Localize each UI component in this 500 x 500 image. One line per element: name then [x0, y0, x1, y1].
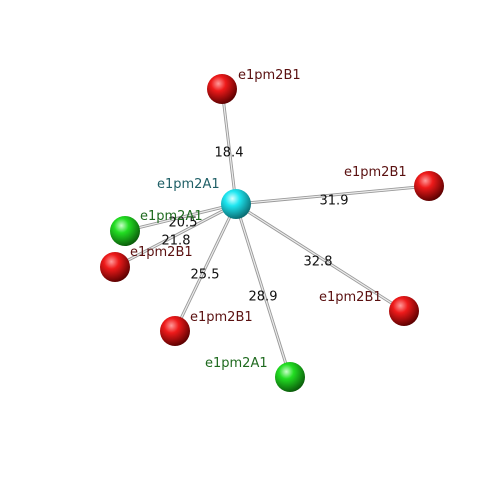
distance-label: 18.4: [215, 146, 244, 161]
bond-line-highlight: [174, 203, 237, 332]
bond-line-highlight: [235, 185, 430, 205]
atom-sphere-red: [100, 252, 130, 282]
atom-sphere-red: [414, 171, 444, 201]
atom-sphere-red: [160, 316, 190, 346]
distance-label: 28.9: [249, 290, 278, 305]
bond-line-highlight: [235, 203, 405, 312]
atom-label: e1pm2B1: [319, 290, 382, 305]
bond-line-highlight: [114, 203, 237, 268]
distance-label: 21.8: [162, 234, 191, 249]
distance-label: 32.8: [304, 255, 333, 270]
atom-label: e1pm2A1: [140, 209, 203, 224]
center-atom-label: e1pm2A1: [157, 177, 220, 192]
center-atom-sphere: [221, 189, 251, 219]
bond-line-highlight: [124, 203, 237, 232]
atom-labels: e1pm2B1 e1pm2B1 e1pm2B1 e1pm2A1 e1pm2B1 e1pm2…: [130, 68, 407, 371]
atom-label: e1pm2B1: [344, 165, 407, 180]
bond-line-highlight: [235, 203, 291, 378]
atom-label: e1pm2A1: [205, 356, 268, 371]
atom-sphere-green: [110, 216, 140, 246]
atom-sphere-red: [389, 296, 419, 326]
atoms: [100, 74, 444, 392]
distance-label: 20.5: [169, 216, 198, 231]
atom-sphere-green: [275, 362, 305, 392]
distance-label: 25.5: [191, 268, 220, 283]
bond-lines: [114, 88, 430, 378]
atom-sphere-red: [207, 74, 237, 104]
distance-labels: 18.4 31.9 32.8 28.9 25.5 21.8 20.5: [162, 146, 349, 305]
atom-label: e1pm2B1: [190, 310, 253, 325]
distance-label: 31.9: [320, 194, 349, 209]
bond-line-highlight: [221, 88, 237, 205]
atom-label: e1pm2B1: [238, 68, 301, 83]
atom-label: e1pm2B1: [130, 245, 193, 260]
